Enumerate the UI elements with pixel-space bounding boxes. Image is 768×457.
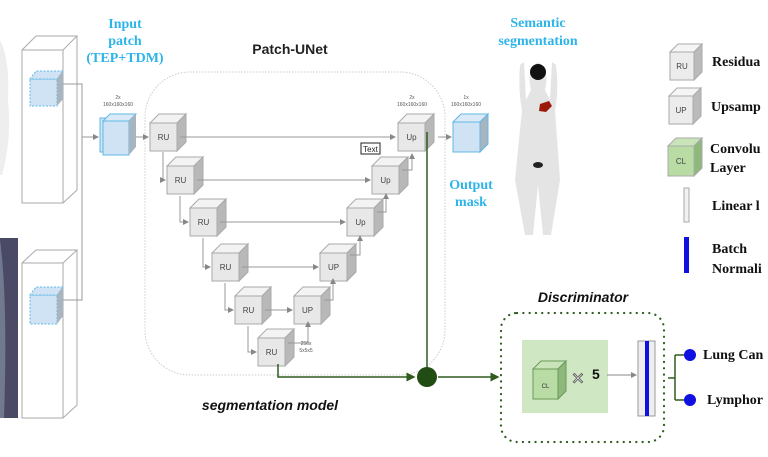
volume-bottom	[21, 249, 79, 419]
input-label-3: (TEP+TDM)	[86, 51, 164, 66]
output-label-2: mask	[455, 195, 487, 210]
input-dims-size: 160x160x160	[103, 102, 133, 108]
output-label-1: Output	[449, 178, 493, 193]
svg-text:UP: UP	[675, 106, 686, 115]
legend-up-icon: UP	[667, 86, 703, 126]
decoder-block-up: Up	[345, 197, 385, 238]
svg-text:RU: RU	[243, 306, 255, 315]
svg-text:UP: UP	[328, 263, 339, 272]
semantic-label-1: Semantic	[510, 16, 565, 31]
input-connector	[63, 83, 98, 301]
output-node-lymphoma	[684, 394, 696, 406]
discriminator-cl-block: CL	[531, 359, 568, 401]
unet-container	[144, 71, 446, 376]
bottleneck-dims-count: 256x	[301, 341, 312, 347]
decoder-block-up: UP	[292, 285, 332, 326]
svg-text:RU: RU	[676, 62, 688, 71]
pet-body-image	[515, 62, 560, 235]
output-dims-size: 160x160x160	[451, 102, 481, 108]
encoder-block-ru: RU	[233, 285, 273, 326]
input-dims-count: 2x	[115, 95, 121, 101]
svg-text:Up: Up	[355, 218, 366, 227]
decoder-block-up: Up	[396, 112, 436, 153]
legend-ru-label: Residua	[712, 55, 760, 70]
repeat-count: 5	[592, 366, 600, 382]
svg-text:RU: RU	[158, 133, 170, 142]
encoder-block-ru: RU	[165, 155, 205, 196]
svg-text:CL: CL	[542, 384, 550, 390]
svg-text:CL: CL	[676, 157, 687, 166]
bottleneck-dims-size: 5x5x5	[299, 348, 313, 354]
semantic-label-2: segmentation	[498, 34, 578, 49]
svg-text:RU: RU	[198, 218, 210, 227]
decoder-block-up: UP	[318, 242, 358, 283]
ct-body-image	[0, 40, 18, 418]
legend-ru-icon: RU	[668, 42, 704, 82]
legend-linear-label: Linear l	[712, 199, 760, 214]
input-patch-cube	[99, 113, 138, 156]
svg-text:RU: RU	[175, 176, 187, 185]
unet-connectors	[136, 134, 452, 355]
text-box: Text	[360, 142, 381, 155]
output-node-lung	[684, 349, 696, 361]
legend-cl-label-1: Convolu	[710, 142, 761, 157]
decoder-block-up: Up	[370, 155, 410, 196]
legend-up-label: Upsamp	[711, 100, 761, 115]
unet-title: Patch-UNet	[252, 41, 328, 57]
merge-node	[417, 367, 437, 387]
legend-cl-label-2: Layer	[710, 161, 746, 176]
dense-layers	[637, 340, 656, 417]
svg-text:Up: Up	[406, 133, 417, 142]
segmentation-model-label: segmentation model	[202, 397, 339, 413]
output-mask-cube	[451, 112, 490, 154]
input-label-1: Input	[108, 17, 142, 32]
up-dims-count: 2x	[409, 95, 415, 101]
svg-text:RU: RU	[220, 263, 232, 272]
legend-cl-icon: CL	[666, 136, 704, 178]
encoder-block-ru: RU	[188, 197, 228, 238]
volume-top	[21, 35, 79, 204]
encoder-block-ru: RU	[148, 112, 188, 153]
feature-connector	[277, 132, 500, 382]
output-label-lung: Lung Can	[703, 348, 764, 363]
svg-text:RU: RU	[266, 348, 278, 357]
legend-batch-label-1: Batch	[712, 242, 747, 257]
patch-cube-bottom	[29, 286, 64, 325]
svg-text:Text: Text	[363, 145, 378, 154]
encoder-block-ru: RU	[256, 327, 296, 368]
multiply-icon: ✕	[571, 371, 584, 388]
svg-text:UP: UP	[302, 306, 313, 315]
output-dims-count: 1x	[463, 95, 469, 101]
legend-linear-icon	[683, 187, 690, 223]
output-label-lymphoma: Lymphor	[707, 393, 763, 408]
patch-cube-top	[29, 70, 64, 107]
legend-batch-label-2: Normali	[712, 262, 762, 277]
up-dims-size: 160x160x160	[397, 102, 427, 108]
encoder-block-ru: RU	[210, 242, 250, 283]
legend-batch-icon	[684, 237, 689, 273]
svg-text:Up: Up	[380, 176, 391, 185]
input-label-2: patch	[108, 34, 142, 49]
output-branch	[668, 354, 688, 401]
discriminator-title: Discriminator	[538, 289, 630, 305]
